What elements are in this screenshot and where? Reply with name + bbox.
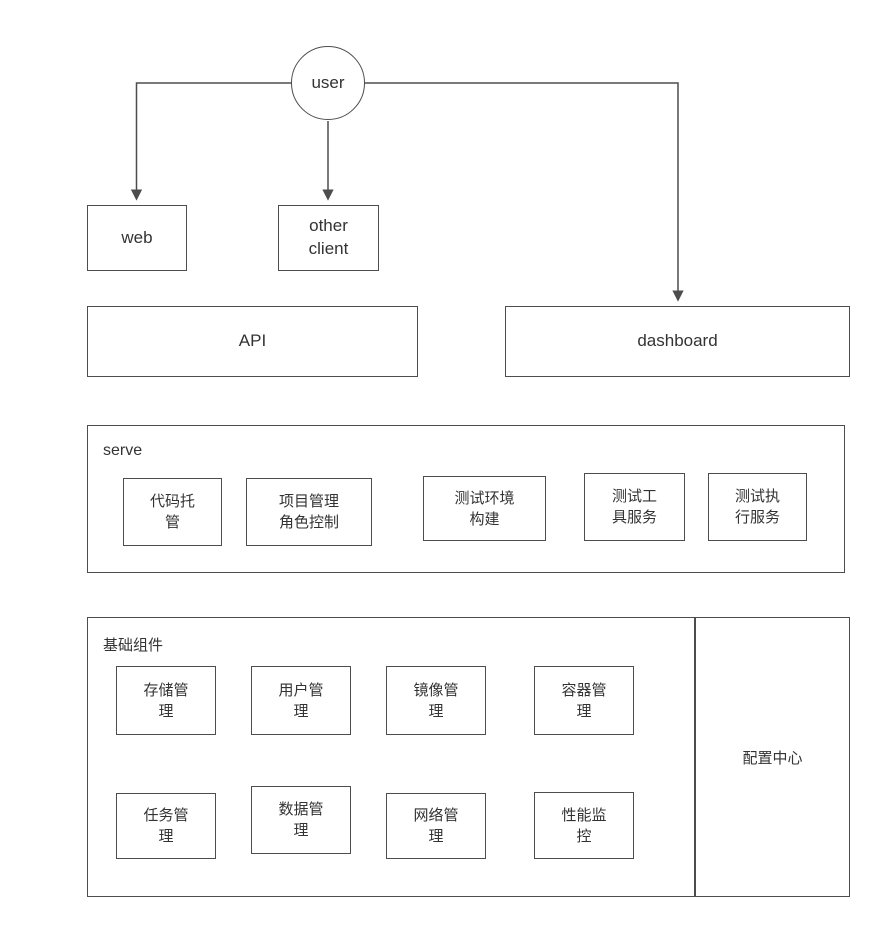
user-to-dashboard-arrow — [365, 82, 684, 302]
base-components-label: 基础组件 — [103, 637, 164, 654]
user-node: user — [291, 46, 365, 120]
serve-box-test-exec: 测试执 行服务 — [708, 473, 807, 541]
serve-label: serve — [103, 442, 143, 459]
config-center-divider — [694, 618, 696, 896]
serve-box-test-tools: 测试工 具服务 — [584, 473, 685, 541]
base-components-container: 基础组件 存储管 理 用户管 理 镜像管 理 容器管 理 任务管 理 数据管 理… — [87, 617, 850, 897]
web-node: web — [87, 205, 187, 271]
user-to-web-arrow — [130, 82, 291, 201]
serve-container: serve 代码托 管 项目管理 角色控制 测试环境 构建 测试工 具服务 测试… — [87, 425, 845, 573]
serve-box-test-env: 测试环境 构建 — [423, 476, 546, 541]
base-box-task: 任务管 理 — [116, 793, 216, 859]
base-box-perf: 性能监 控 — [534, 792, 634, 859]
base-box-container-mgmt: 容器管 理 — [534, 666, 634, 735]
other-client-node: other client — [278, 205, 379, 271]
base-box-user: 用户管 理 — [251, 666, 351, 735]
base-box-data: 数据管 理 — [251, 786, 351, 854]
base-box-network: 网络管 理 — [386, 793, 486, 859]
config-center-label: 配置中心 — [742, 749, 803, 767]
api-node: API — [87, 306, 418, 377]
base-box-image: 镜像管 理 — [386, 666, 486, 735]
dashboard-node: dashboard — [505, 306, 850, 377]
serve-box-code-hosting: 代码托 管 — [123, 478, 222, 546]
serve-box-project-role: 项目管理 角色控制 — [246, 478, 372, 546]
base-box-storage: 存储管 理 — [116, 666, 216, 735]
